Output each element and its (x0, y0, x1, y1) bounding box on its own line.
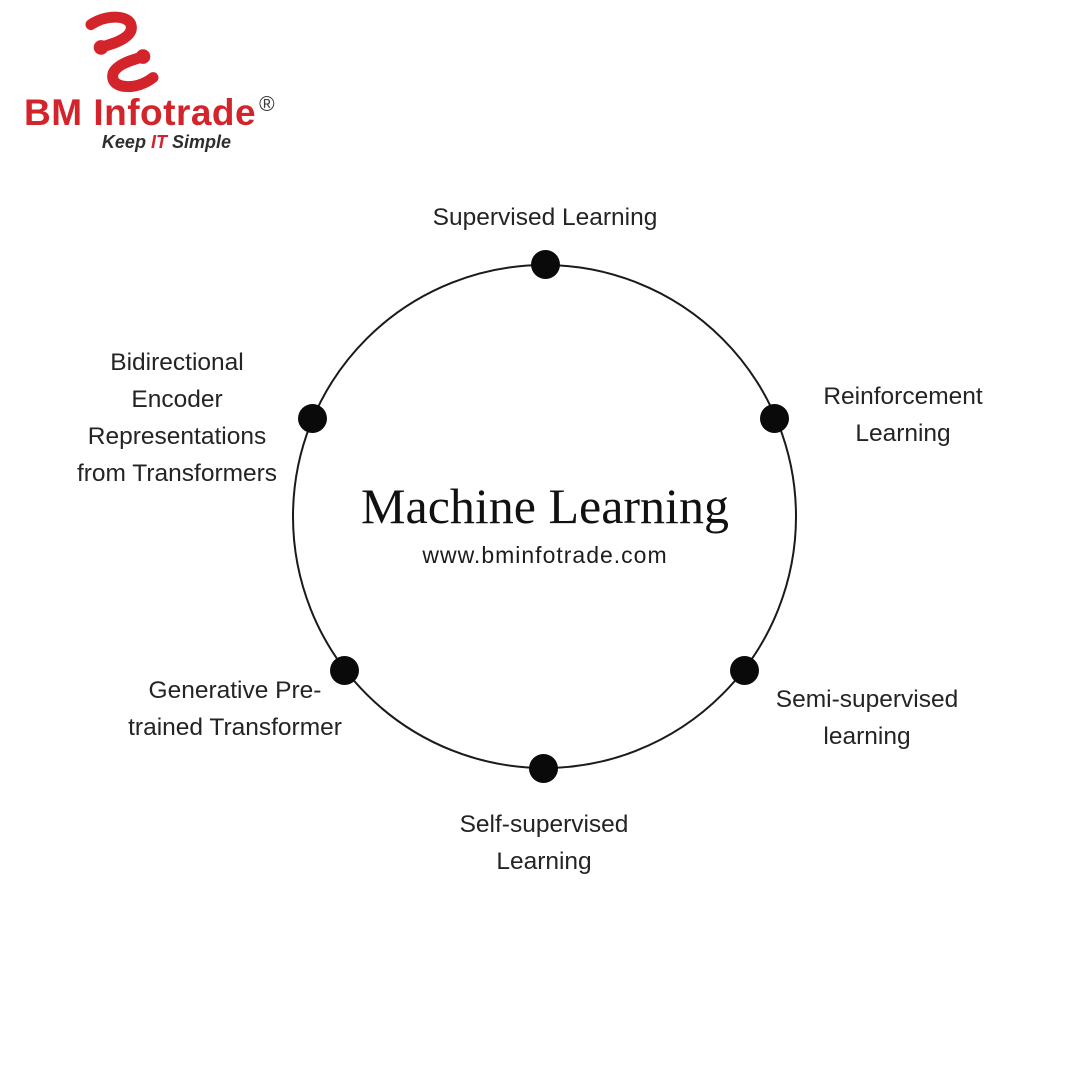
node-label-semi-supervised-learning: Semi-supervised learning (775, 686, 959, 750)
tagline-keep: Keep (101, 132, 146, 152)
node-dot-generative-pre-trained-transformer (330, 656, 359, 685)
node-dot-self-supervised-learning (529, 754, 558, 783)
tagline-simple: Simple (171, 132, 231, 152)
brand-name-bm: BM (24, 92, 83, 133)
brand-name-infotrade: Infotrade (93, 92, 257, 133)
tagline-it: IT (150, 132, 167, 152)
node-label-generative-pre-trained-transformer: Generative Pre- trained Transformer (128, 677, 342, 741)
node-dot-supervised-learning (531, 250, 560, 279)
node-dot-reinforcement-learning (760, 404, 789, 433)
diagram-center: Machine Learning www.bminfotrade.com (285, 478, 805, 569)
brand-tagline: Keep IT Simple (24, 132, 231, 153)
node-label-bidirectional-encoder-representations: Bidirectional Encoder Representations fr… (76, 349, 278, 487)
diagram-title: Machine Learning (361, 478, 729, 534)
brand-name: BM Infotrade® (24, 92, 275, 134)
node-dot-semi-supervised-learning (730, 656, 759, 685)
node-dot-bidirectional-encoder-representations (298, 404, 327, 433)
node-label-reinforcement-learning: Reinforcement Learning (823, 383, 983, 447)
node-label-self-supervised-learning: Self-supervised Learning (459, 811, 629, 875)
bm-infotrade-logo-icon (85, 11, 159, 93)
diagram-subtitle-url: www.bminfotrade.com (422, 542, 668, 568)
node-label-supervised-learning: Supervised Learning (432, 204, 658, 231)
registered-trademark-symbol: ® (259, 93, 276, 116)
